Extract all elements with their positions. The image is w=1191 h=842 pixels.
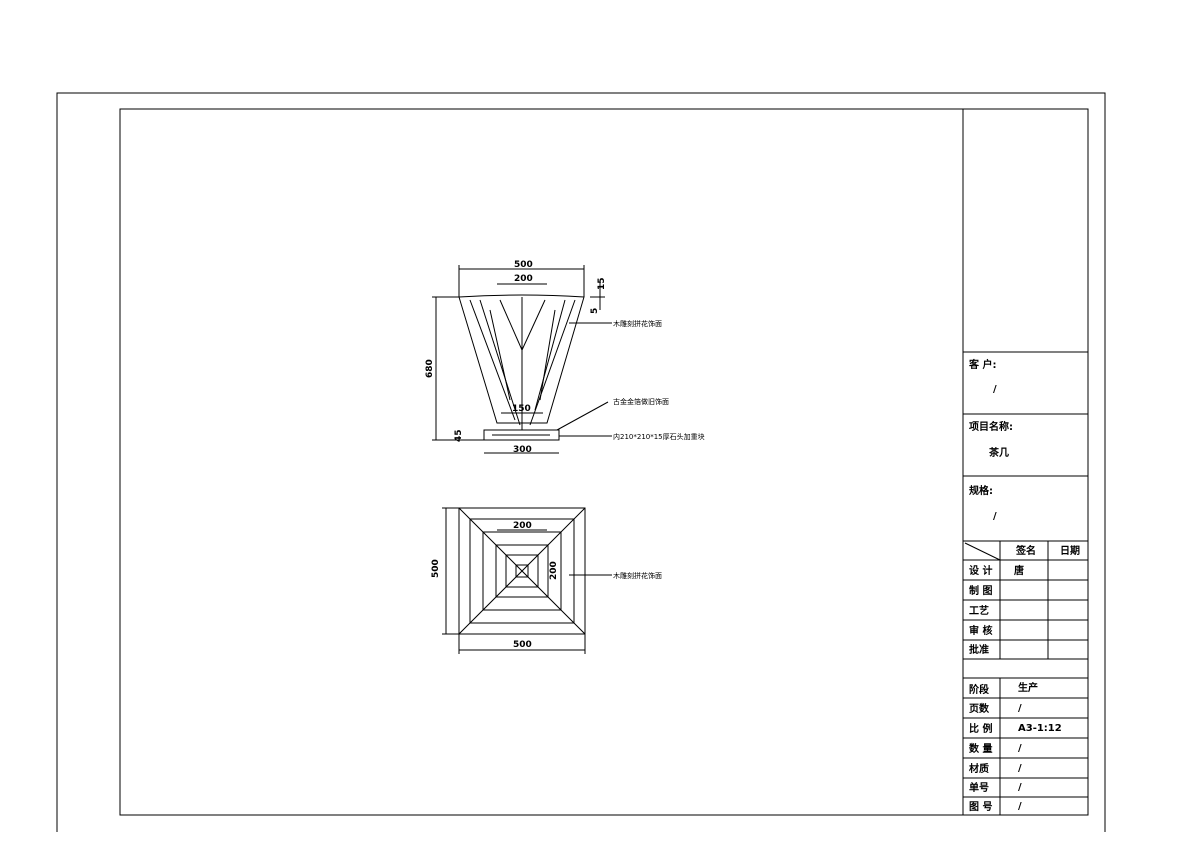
dim-top-width: 500 <box>514 260 533 270</box>
info-table: 阶段 生产 页数 / 比 例 A3-1:12 数 量 / 材质 / 单号 / 图 号 / <box>969 681 1062 813</box>
title-block-cell: 审 核 <box>969 624 992 637</box>
spec-value: / <box>993 511 997 522</box>
plan-dim-inner-width: 200 <box>513 521 532 531</box>
title-block-cell: 阶段 <box>969 683 989 696</box>
title-block-cell: 页数 <box>969 702 990 715</box>
project-value: 茶几 <box>988 446 1009 459</box>
title-block-cell: 制 图 <box>969 584 992 597</box>
drawing-border <box>119 108 1089 816</box>
client-label: 客 户: <box>968 358 996 371</box>
dim-height: 680 <box>425 359 435 378</box>
client-value: / <box>993 384 997 395</box>
title-block-cell: 图 号 <box>969 801 992 813</box>
title-block-cell: 工艺 <box>969 604 989 617</box>
title-block-cell: / <box>1018 763 1022 774</box>
title-block-cell: 单号 <box>969 781 989 794</box>
plan-dim-height: 500 <box>431 559 441 578</box>
outer-frame <box>56 92 1106 832</box>
note-base-weight: 内210*210*15厚石头加重块 <box>613 432 705 441</box>
note-surface: 木雕刻拼花饰面 <box>613 319 662 328</box>
title-block-cell: 材质 <box>969 762 989 775</box>
elevation-outline <box>458 294 585 424</box>
title-block-cell: 数 量 <box>969 742 992 755</box>
roles-table: 设 计 唐 制 图 工艺 审 核 批准 <box>969 564 1024 656</box>
title-block-cell: 设 计 <box>969 564 992 577</box>
elevation-view: 500 200 15 5 680 45 300 150 木雕刻拼花饰面 古金金箔… <box>425 260 705 455</box>
title-block-cell: 批准 <box>969 643 989 656</box>
spec-label: 规格: <box>969 484 993 497</box>
plan-dim-inner-height: 200 <box>549 561 559 580</box>
dim-15: 15 <box>597 277 607 290</box>
title-block-cell: / <box>1018 703 1022 714</box>
title-block-cell: / <box>1018 801 1022 812</box>
elevation-base <box>483 429 560 441</box>
title-block-cell: / <box>1018 743 1022 754</box>
dim-base-height: 45 <box>454 429 464 442</box>
title-block-cell: 生产 <box>1018 681 1038 694</box>
title-block: 客 户: / 项目名称: 茶几 规格: / 签名 日期 设 计 唐 制 图 工艺 … <box>962 109 1088 815</box>
note-gold-leaf: 古金金箔做旧饰面 <box>613 397 669 406</box>
dim-base-width: 300 <box>513 445 532 455</box>
dim-5: 5 <box>590 308 600 314</box>
title-block-cell: / <box>1018 782 1022 793</box>
plan-dim-width: 500 <box>513 640 532 650</box>
plan-note-surface: 木雕刻拼花饰面 <box>613 571 662 580</box>
dim-150: 150 <box>512 404 531 414</box>
dim-inner-width: 200 <box>514 274 533 284</box>
title-block-cell: 比 例 <box>969 722 992 735</box>
project-label: 项目名称: <box>969 420 1013 433</box>
plan-view: 500 500 200 200 木雕刻拼花饰面 <box>431 507 662 654</box>
title-block-cell: A3-1:12 <box>1018 723 1062 734</box>
sign-header: 签名 <box>1015 544 1036 557</box>
date-header: 日期 <box>1060 544 1080 557</box>
title-block-cell: 唐 <box>1014 564 1024 577</box>
